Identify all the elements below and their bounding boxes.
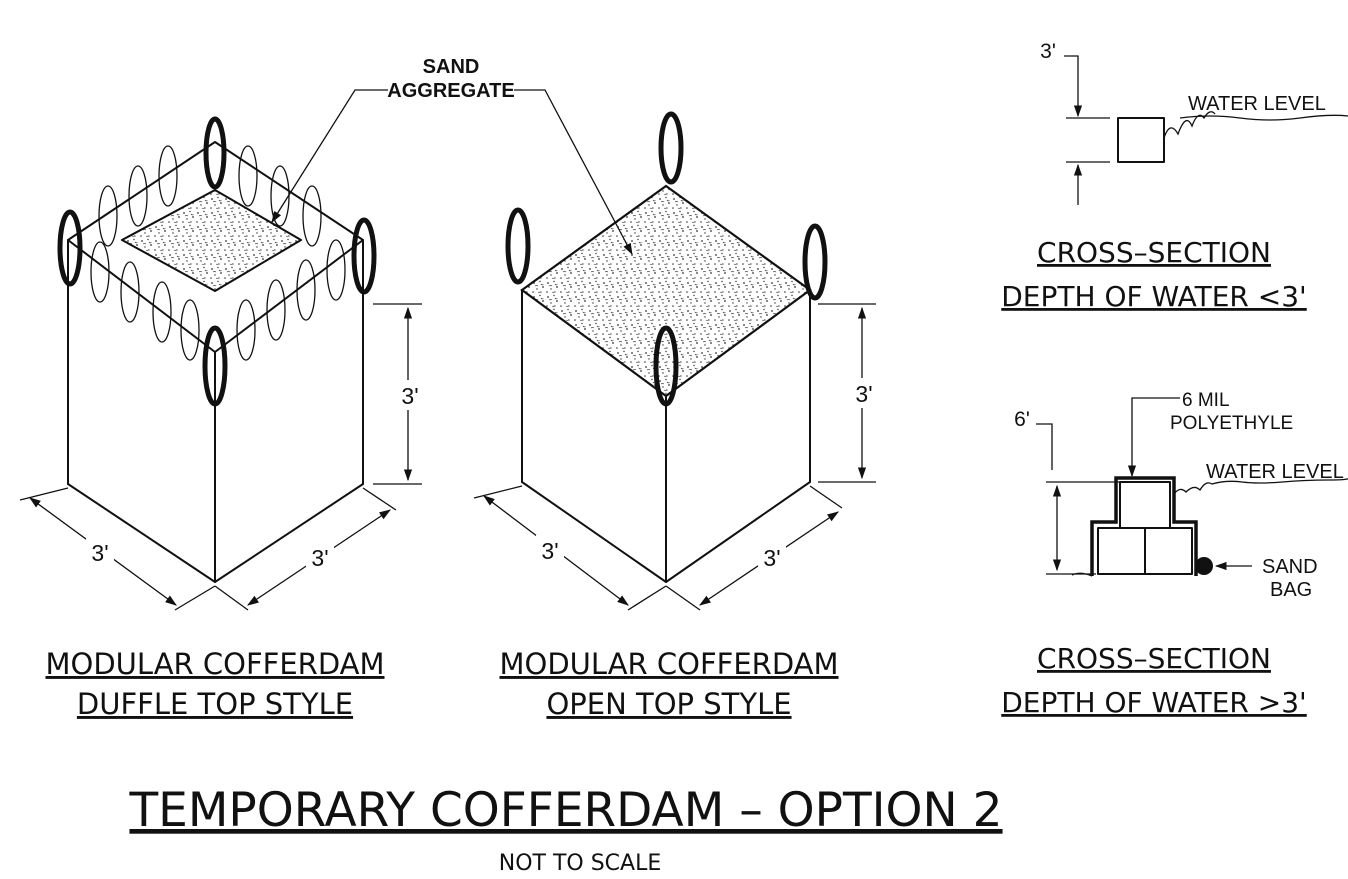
sand-aggregate-callout: SAND AGGREGATE xyxy=(271,56,633,256)
sheet-subtitle: NOT TO SCALE xyxy=(499,851,662,876)
duffle-lifting-loops xyxy=(57,116,377,407)
open-top-right-dimension: 3' xyxy=(665,485,843,611)
open-top-caption-line1: MODULAR COFFERDAM xyxy=(499,647,838,681)
duffle-caption-line1: MODULAR COFFERDAM xyxy=(45,647,384,681)
shallow-dim-label: 3' xyxy=(1040,40,1056,63)
open-top-left-dimension: 3' xyxy=(473,485,667,611)
membrane-label-line2: POLYETHYLE xyxy=(1170,413,1293,434)
open-top-sand-surface xyxy=(520,184,812,398)
open-top-lifting-loops xyxy=(505,111,828,407)
sand-aggregate-line2: AGGREGATE xyxy=(387,80,514,102)
cross-section-shallow: 3' WATER LEVEL CROSS–SECTION DEPTH OF WA… xyxy=(1001,40,1348,313)
duffle-left-dimension: 3' xyxy=(19,487,216,611)
membrane-label-line1: 6 MIL xyxy=(1182,390,1230,411)
deep-bottom-left-bag xyxy=(1097,527,1146,575)
sand-aggregate-line1: SAND xyxy=(423,56,480,78)
duffle-sand-fill xyxy=(120,189,303,292)
shallow-water-level: WATER LEVEL xyxy=(1188,93,1326,115)
deep-top-bag xyxy=(1119,481,1171,529)
open-top-height-dimension: 3' xyxy=(818,303,877,483)
duffle-left-label: 3' xyxy=(91,540,108,566)
duffle-inner-opening xyxy=(121,189,302,292)
sandbag-symbol xyxy=(1195,557,1213,575)
duffle-height-dimension: 3' xyxy=(373,303,423,485)
duffle-height-label: 3' xyxy=(401,383,418,409)
deep-dim-label: 6' xyxy=(1014,408,1030,431)
duffle-caption-line2: DUFFLE TOP STYLE xyxy=(77,687,353,721)
sheet-title: TEMPORARY COFFERDAM – OPTION 2 xyxy=(128,783,1002,838)
shallow-caption-line1: CROSS–SECTION xyxy=(1037,236,1271,269)
open-top-cofferdam: 3' 3' 3' MODULAR COFFERDAM OPEN TOP STYL… xyxy=(473,111,877,721)
open-top-right-label: 3' xyxy=(763,545,780,571)
deep-water-level: WATER LEVEL xyxy=(1206,461,1344,483)
deep-caption-line1: CROSS–SECTION xyxy=(1037,642,1271,675)
cross-section-deep: 6' 6 MIL POLYETHYLE WATER LEVEL SAND BAG… xyxy=(1001,390,1348,719)
shallow-cofferdam-section xyxy=(1117,117,1165,163)
sandbag-label-line2: BAG xyxy=(1270,579,1312,601)
shallow-caption-line2: DEPTH OF WATER <3' xyxy=(1001,280,1307,313)
duffle-right-dimension: 3' xyxy=(214,487,397,611)
open-top-caption-line2: OPEN TOP STYLE xyxy=(546,687,791,721)
duffle-right-label: 3' xyxy=(311,545,328,571)
deep-caption-line2: DEPTH OF WATER >3' xyxy=(1001,686,1307,719)
deep-bottom-right-bag xyxy=(1144,527,1193,575)
duffle-top-cofferdam: 3' 3' 3' MODULAR COFFERDAM DUFFLE TOP ST… xyxy=(19,116,423,721)
deep-polyethylene-membrane xyxy=(1090,476,1198,576)
open-top-left-label: 3' xyxy=(541,538,558,564)
sandbag-label-line1: SAND xyxy=(1262,556,1318,578)
duffle-fabric-folds xyxy=(90,145,346,361)
open-top-height-label: 3' xyxy=(855,381,872,407)
